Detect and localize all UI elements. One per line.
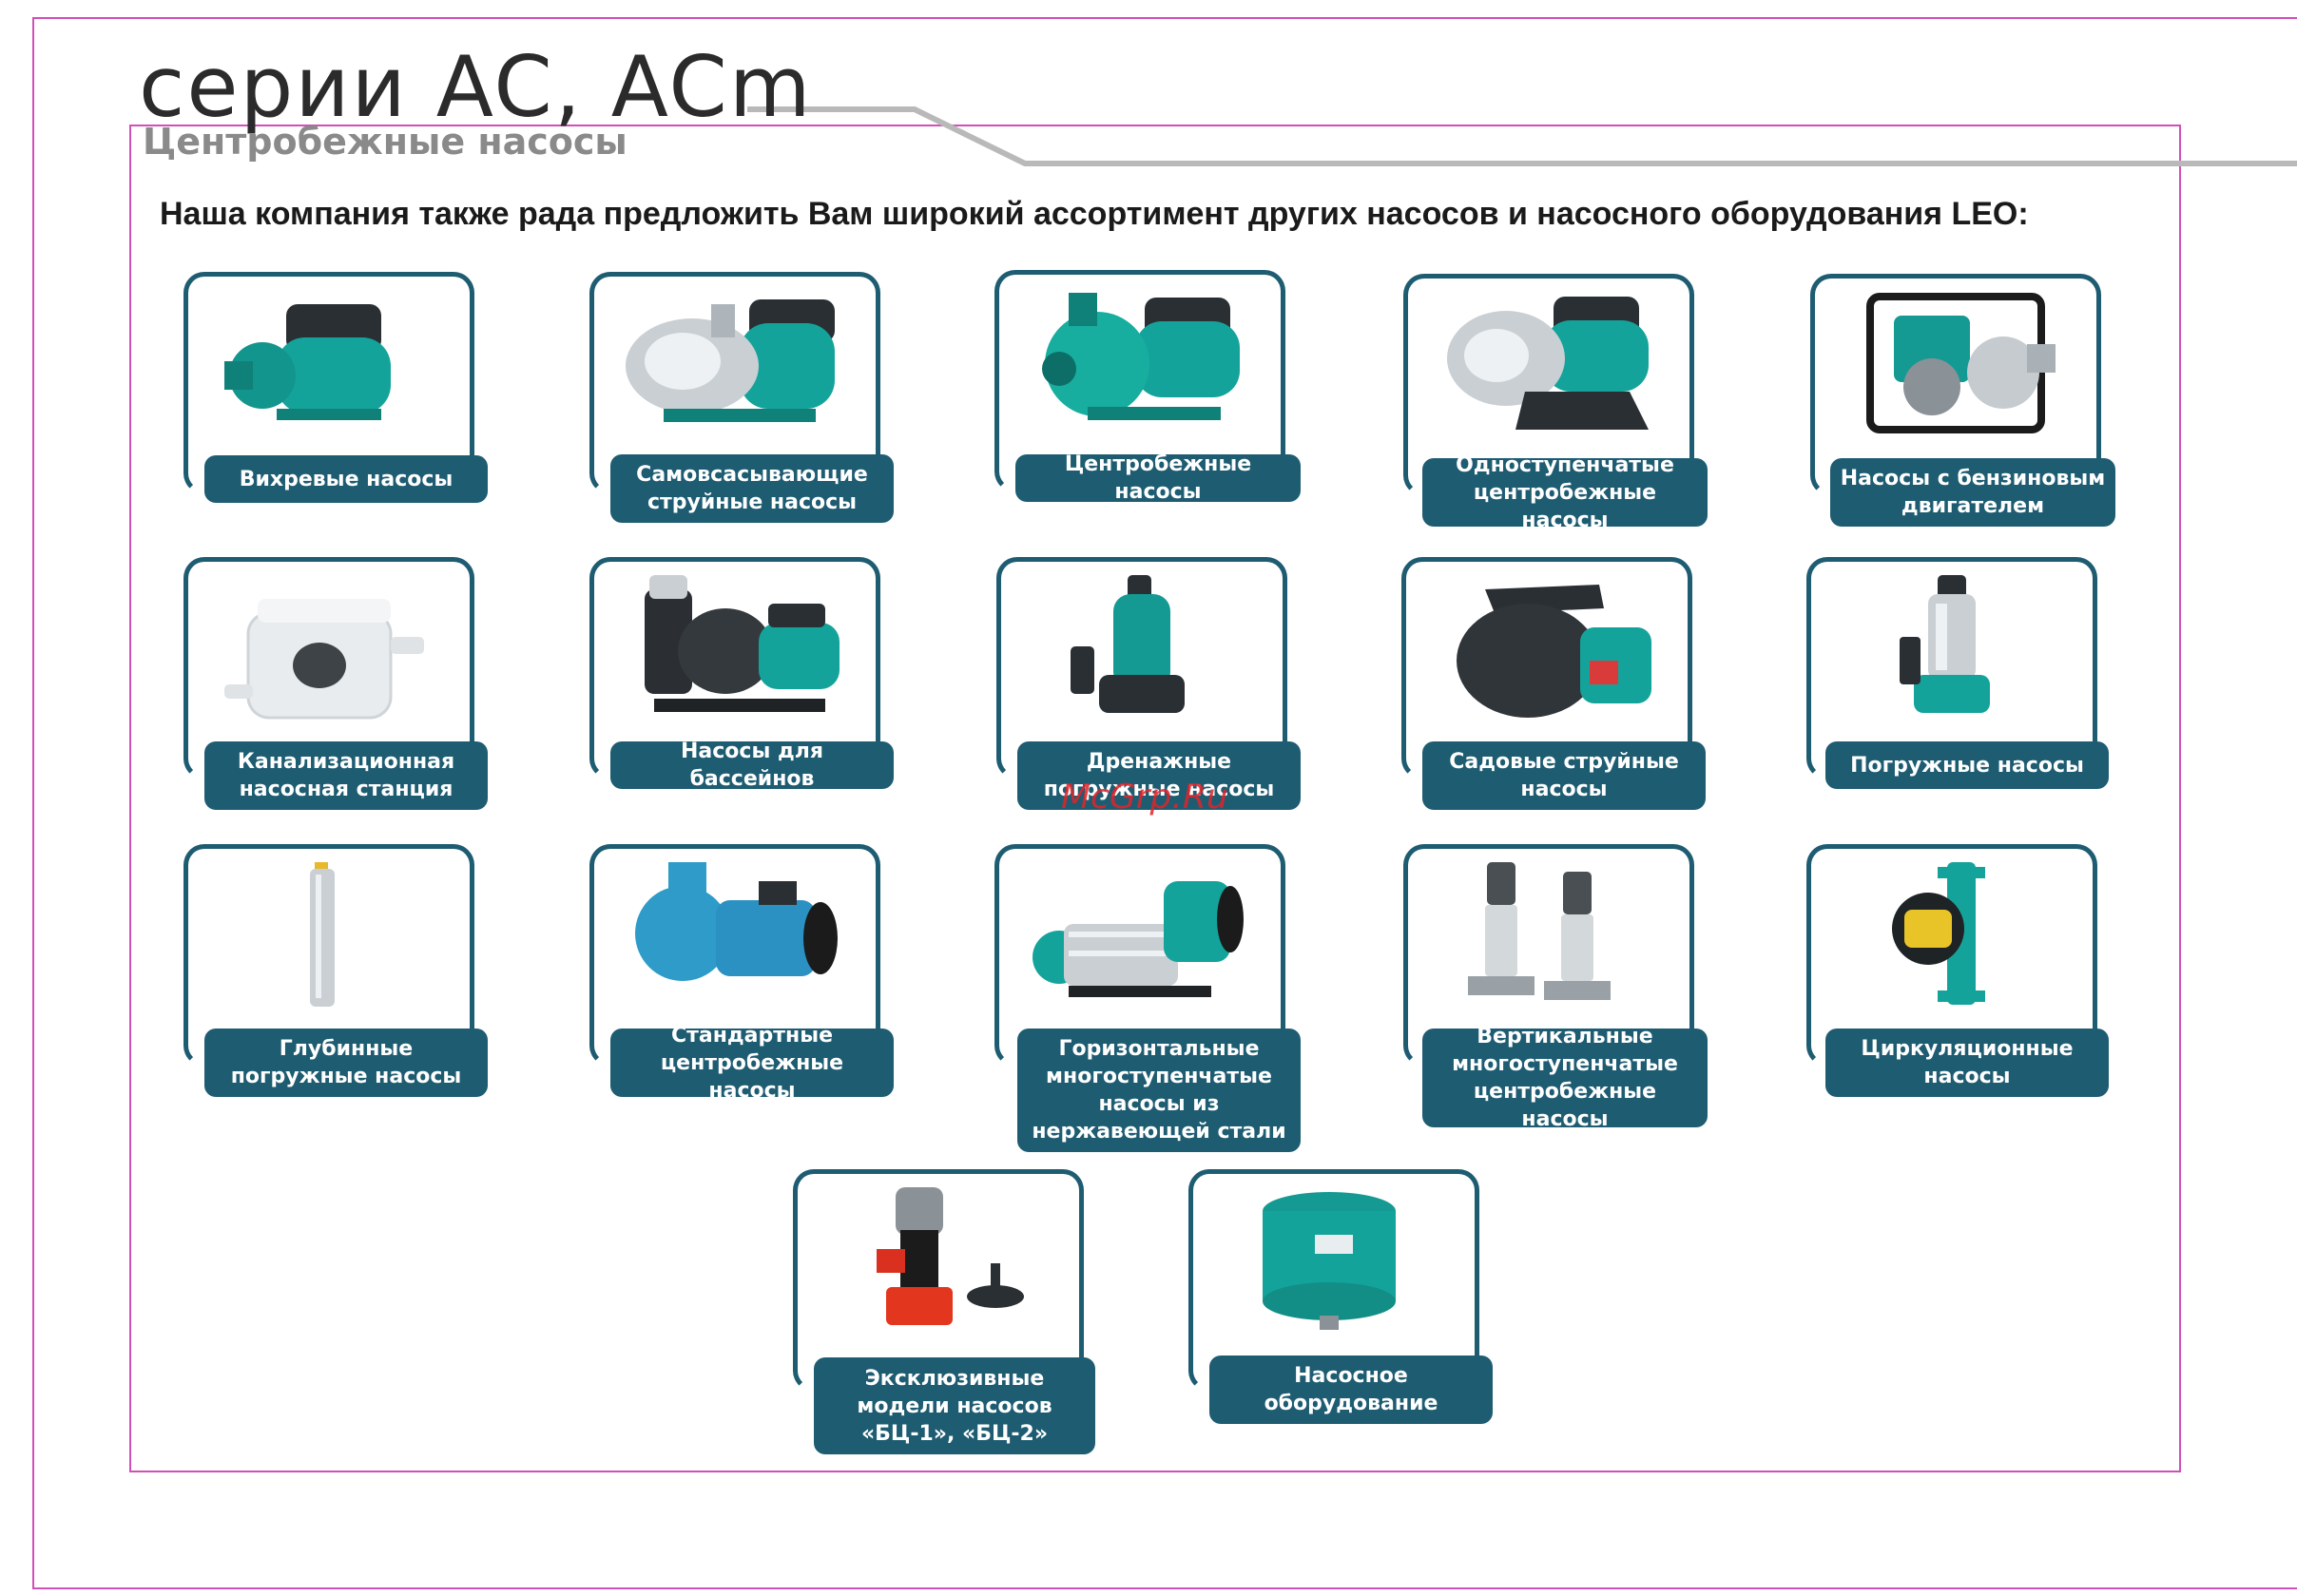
watermark: McGrp.Ru (1061, 778, 1228, 817)
pressure-tank-icon (1263, 1192, 1396, 1330)
deep-well-pump-icon (310, 862, 335, 1007)
drainage-pump-icon (1071, 575, 1185, 713)
product-label: Глубинные погружные насосы (204, 1029, 488, 1097)
page-subtitle: Центробежные насосы (143, 121, 627, 163)
bc-pump-icon (877, 1187, 1024, 1325)
horizontal-multistage-pump-icon (1033, 881, 1244, 997)
product-label: Погружные насосы (1825, 741, 2109, 789)
product-label: Садовые струйные насосы (1422, 741, 1706, 810)
product-label: Самовсасывающие струйные насосы (610, 454, 894, 523)
product-label: Горизонтальные многоступенчатые насосы и… (1017, 1029, 1301, 1152)
product-card-bc[interactable] (793, 1169, 1084, 1394)
intro-text: Наша компания также рада предложить Вам … (160, 196, 2029, 232)
self-priming-jet-pump-icon (626, 299, 835, 422)
product-label: Вертикальные многоступенчатые центробежн… (1422, 1025, 1708, 1131)
product-label: Эксклюзивные модели насосов «БЦ-1», «БЦ-… (814, 1357, 1095, 1454)
product-label: Насосы для бассейнов (610, 740, 894, 791)
page-border (32, 17, 2297, 1589)
single-stage-pump-icon (1447, 297, 1649, 430)
product-label: Стандартные центробежные насосы (610, 1024, 894, 1103)
product-label: Насосы с бензиновым двигателем (1830, 458, 2115, 527)
submersible-pump-icon (1900, 575, 1990, 713)
vertical-multistage-pump-icon (1468, 862, 1611, 1000)
product-label: Одноступенчатые центробежные насосы (1422, 453, 1708, 532)
garden-jet-pump-icon (1457, 585, 1651, 718)
content-border (129, 125, 2181, 1472)
gasoline-pump-icon (1866, 293, 2056, 433)
standard-centrifugal-pump-icon (635, 862, 838, 981)
centrifugal-pump-icon (1042, 293, 1240, 420)
product-card-vortex[interactable] (183, 272, 474, 496)
product-label: Центробежные насосы (1015, 452, 1301, 504)
product-label: Насосное оборудование (1209, 1356, 1493, 1424)
sewage-station-icon (224, 599, 424, 720)
circulation-pump-icon (1892, 862, 1985, 1005)
pool-pump-icon (645, 575, 840, 712)
product-label: Канализационная насосная станция (204, 741, 488, 810)
page-title: серии AC, ACm (139, 38, 813, 136)
header-decoration-line (747, 106, 2297, 166)
vortex-pump-icon (224, 304, 391, 420)
product-label: Циркуляционные насосы (1825, 1029, 2109, 1097)
product-label: Вихревые насосы (204, 455, 488, 503)
product-card-tank[interactable] (1188, 1169, 1479, 1394)
product-label: Дренажные погружные насосы (1017, 741, 1301, 810)
